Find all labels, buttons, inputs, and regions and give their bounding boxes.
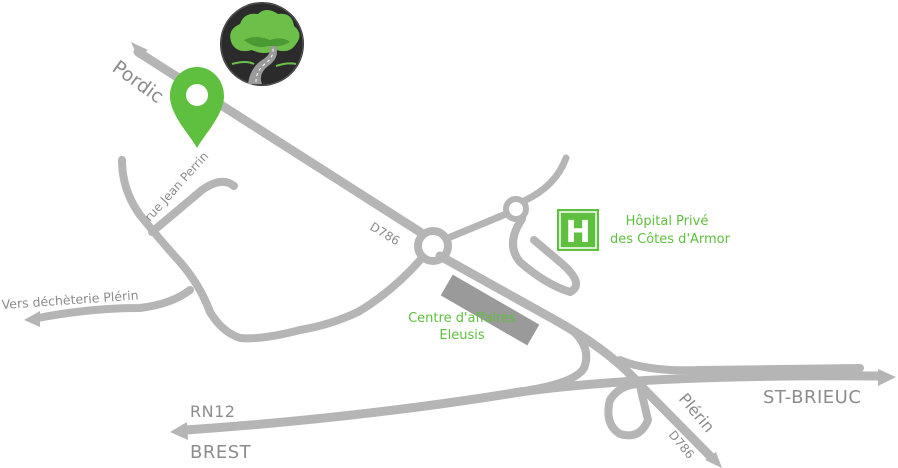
road-side-branch bbox=[148, 177, 238, 236]
building-centre-affaires bbox=[440, 274, 540, 346]
arrow-st-brieuc bbox=[878, 369, 896, 386]
label-hospital-line2: des Côtes d'Armor bbox=[610, 232, 731, 247]
label-hospital-line1: Hôpital Privé bbox=[626, 214, 709, 229]
label-brest: BREST bbox=[190, 442, 252, 463]
road-connector bbox=[444, 210, 510, 242]
road-west-link bbox=[206, 254, 426, 343]
hospital-marker: H bbox=[557, 209, 599, 251]
road-ramp-east bbox=[616, 356, 864, 375]
arrow-brest bbox=[170, 422, 188, 440]
map-pin-icon[interactable] bbox=[170, 67, 224, 148]
road-decheterie bbox=[34, 286, 194, 322]
label-rn12: RN12 bbox=[190, 402, 235, 421]
arrow-pordic bbox=[131, 42, 148, 58]
road-interchange-loop bbox=[604, 380, 652, 440]
roundabout-small bbox=[503, 196, 529, 222]
label-eleusis: Eleusis bbox=[439, 328, 484, 343]
road-hospital-loop bbox=[509, 215, 581, 296]
hospital-h-icon bbox=[557, 209, 599, 251]
label-centre-affaires: Centre d'affaires bbox=[408, 311, 516, 326]
roundabout-main bbox=[414, 227, 452, 265]
road-north bbox=[520, 154, 570, 205]
hospital-symbol: H bbox=[565, 215, 590, 250]
road-rn12 bbox=[181, 371, 883, 435]
arrow-plerin bbox=[705, 452, 722, 468]
tree-road-logo bbox=[220, 2, 304, 86]
label-st-brieuc: ST-BRIEUC bbox=[763, 387, 861, 408]
road-rue-jean-perrin bbox=[118, 156, 214, 316]
label-d786-upper: D786 bbox=[367, 220, 402, 249]
arrow-decheterie bbox=[24, 311, 40, 327]
road-ramp-west bbox=[526, 326, 591, 394]
